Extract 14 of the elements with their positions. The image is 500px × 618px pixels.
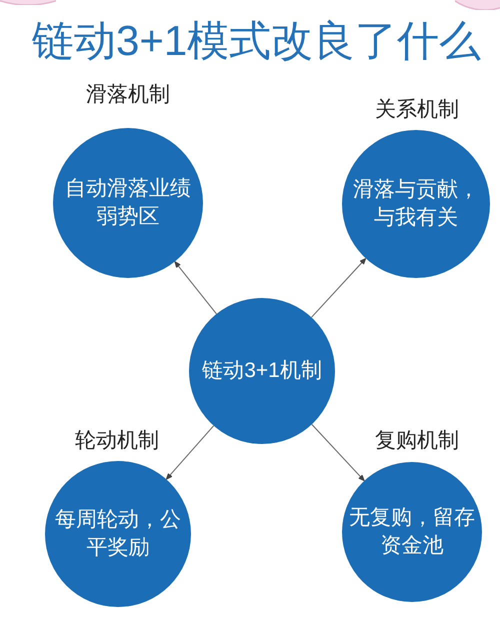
circle-text: 滑落与贡献，与我有关 [352, 177, 480, 231]
heading-label: 关系机制 [375, 97, 459, 123]
heading-label: 轮动机制 [75, 428, 159, 454]
arrow [311, 258, 366, 318]
circle-text: 自动滑落业绩弱势区 [64, 176, 192, 230]
arrow [311, 424, 365, 482]
arrow [174, 261, 217, 314]
circle-text: 每周轮动，公平奖励 [54, 507, 182, 561]
circle-text: 无复购，留存资金池 [348, 505, 476, 559]
heading-label: 复购机制 [375, 428, 459, 454]
title: 链动3+1模式改良了什么 [32, 17, 482, 65]
heading-label: 滑落机制 [86, 82, 170, 108]
arrow [166, 425, 214, 480]
circle-text: 链动3+1机制 [202, 358, 322, 384]
